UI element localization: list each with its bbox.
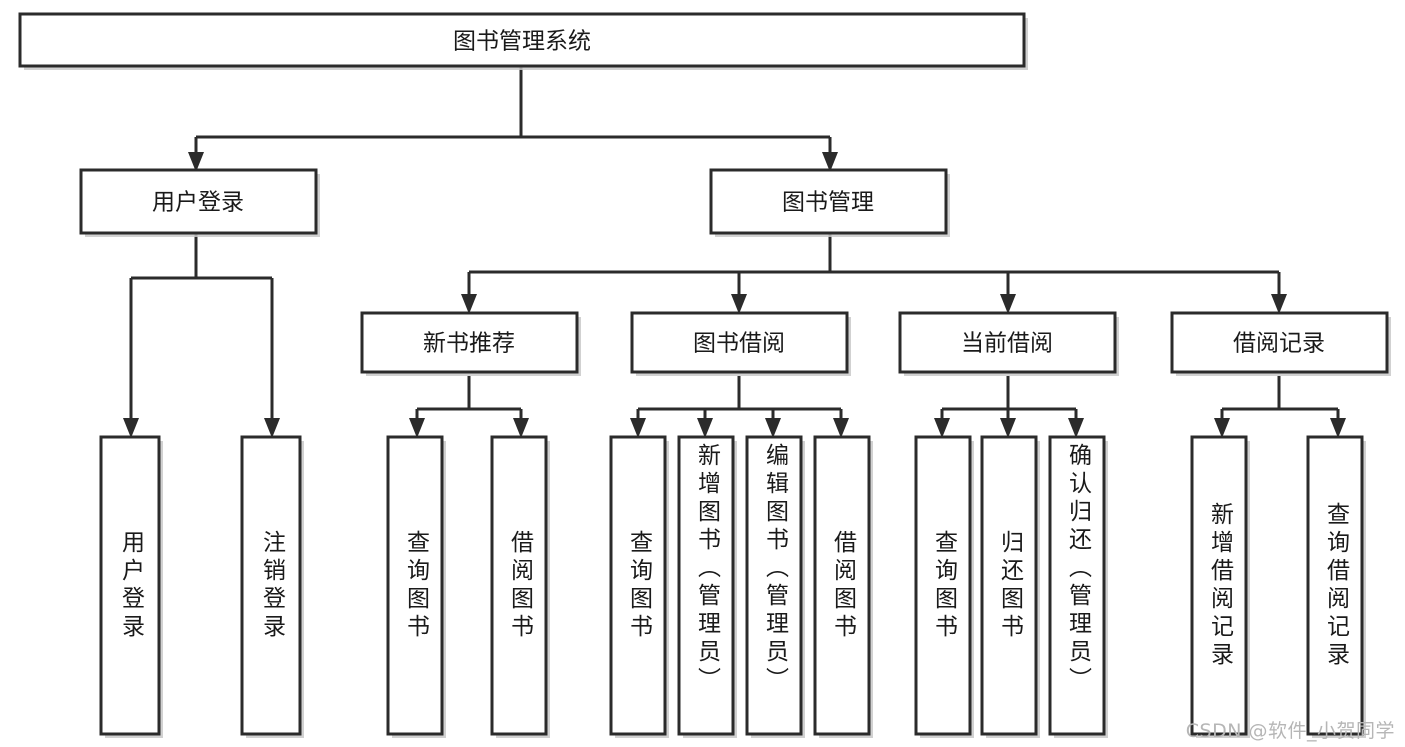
leaf-edit-book[interactable] bbox=[745, 435, 803, 736]
node-book-borrow-label: 图书借阅 bbox=[693, 331, 785, 357]
connector-layer bbox=[123, 65, 1346, 438]
arrow-head-leaf-add-record bbox=[1214, 418, 1230, 438]
arrow-head-leaf-query-book-1 bbox=[409, 418, 425, 438]
node-current-borrow[interactable] bbox=[898, 311, 1117, 374]
leaf-user-logout[interactable] bbox=[240, 435, 302, 736]
leaf-add-record[interactable] bbox=[1190, 435, 1248, 736]
leaf-query-book-2[interactable] bbox=[609, 435, 667, 736]
arrow-head-leaf-edit-book bbox=[765, 418, 781, 438]
leaf-query-book-3[interactable] bbox=[914, 435, 972, 736]
node-book-management-label: 图书管理 bbox=[782, 190, 874, 216]
node-user-login[interactable] bbox=[79, 168, 318, 235]
leaf-query-book-1[interactable] bbox=[386, 435, 444, 736]
arrow-head-leaf-query-book-2 bbox=[630, 418, 646, 438]
arrow-head-book-borrow bbox=[731, 294, 747, 314]
arrow-head-leaf-borrow-book-1 bbox=[513, 418, 529, 438]
leaf-return-book[interactable] bbox=[980, 435, 1038, 736]
arrow-head-leaf-user-logout bbox=[264, 418, 280, 438]
node-layer: 图书管理系统 用户登录 图书管理 新书推荐 图书借阅 当前借阅 借阅记录 bbox=[18, 12, 1391, 738]
arrow-head-borrow-record bbox=[1271, 294, 1287, 314]
leaf-borrow-book-2[interactable] bbox=[813, 435, 871, 736]
leaf-query-record[interactable] bbox=[1306, 435, 1364, 736]
node-user-login-label: 用户登录 bbox=[152, 190, 244, 216]
csdn-watermark: CSDN @软件_小贺同学 bbox=[1185, 720, 1395, 742]
node-new-book-recommend-label: 新书推荐 bbox=[423, 331, 515, 357]
arrow-head-leaf-confirm-return bbox=[1068, 418, 1084, 438]
leaf-confirm-return[interactable] bbox=[1048, 435, 1106, 736]
arrow-head-leaf-add-book bbox=[697, 418, 713, 438]
arrow-head-current-borrow bbox=[1000, 294, 1016, 314]
node-root-label: 图书管理系统 bbox=[453, 29, 591, 55]
leaf-borrow-book-1[interactable] bbox=[490, 435, 548, 736]
arrow-head-new-book-recommend bbox=[461, 294, 477, 314]
node-borrow-record[interactable] bbox=[1170, 311, 1389, 374]
node-book-borrow[interactable] bbox=[630, 311, 849, 374]
arrow-head-leaf-return-book bbox=[1000, 418, 1016, 438]
node-book-management[interactable] bbox=[709, 168, 948, 235]
arrow-head-leaf-query-book-3 bbox=[934, 418, 950, 438]
arrow-head-book-management bbox=[822, 152, 838, 172]
arrow-head-leaf-query-record bbox=[1330, 418, 1346, 438]
arrow-head-leaf-user-login bbox=[123, 418, 139, 438]
node-borrow-record-label: 借阅记录 bbox=[1233, 331, 1325, 357]
leaf-user-login[interactable] bbox=[99, 435, 161, 736]
node-root[interactable] bbox=[18, 12, 1026, 68]
arrow-head-leaf-borrow-book-2 bbox=[833, 418, 849, 438]
leaf-add-book[interactable] bbox=[677, 435, 735, 736]
arrow-head-user-login bbox=[188, 152, 204, 172]
node-new-book-recommend[interactable] bbox=[360, 311, 579, 374]
node-current-borrow-label: 当前借阅 bbox=[961, 331, 1053, 357]
